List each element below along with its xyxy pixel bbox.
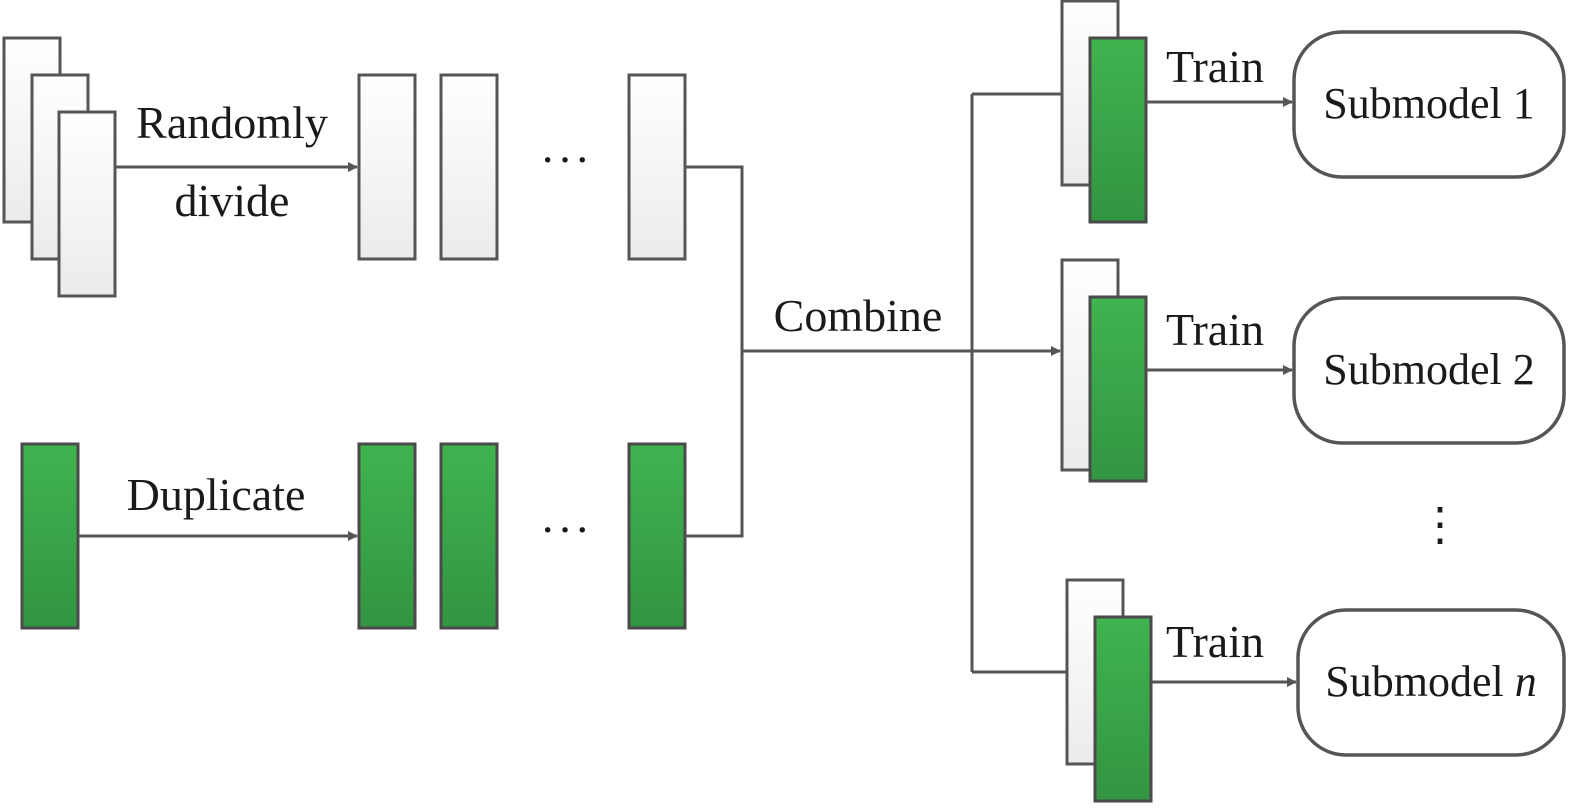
subset-block-2 <box>439 73 499 261</box>
submodel-2: Submodel 2 <box>1292 296 1566 445</box>
original-dataset-stack <box>2 36 117 298</box>
training-set-n <box>1065 578 1153 803</box>
duplicated-blocks <box>357 442 687 630</box>
training-set-n-green <box>1093 615 1153 803</box>
submodel-1: Submodel 1 <box>1292 30 1566 179</box>
submodel-n-label: Submodel n <box>1325 657 1536 706</box>
divide-label: divide <box>175 175 290 226</box>
duplicate-block-k <box>627 442 687 630</box>
train-label-2: Train <box>1166 304 1264 355</box>
ellipsis-bottom: ··· <box>540 504 592 555</box>
combine-label: Combine <box>774 290 943 341</box>
training-set-1 <box>1060 0 1148 224</box>
divided-subsets <box>357 73 687 261</box>
submodel-n-prefix: Submodel <box>1325 657 1503 706</box>
ellipsis-top: ··· <box>540 134 592 185</box>
submodel-1-label: Submodel 1 <box>1323 79 1534 128</box>
ellipsis-vertical: ⋮ <box>1417 499 1463 550</box>
submodel-1-prefix: Submodel <box>1323 79 1501 128</box>
train-label-1: Train <box>1166 41 1264 92</box>
submodel-2-box <box>1292 296 1566 445</box>
submodel-2-prefix: Submodel <box>1323 345 1501 394</box>
combine-bracket <box>685 165 744 538</box>
submodel-n: Submodel n <box>1296 608 1566 757</box>
submodel-n-box <box>1296 608 1566 757</box>
train-label-n: Train <box>1166 616 1264 667</box>
submodel-2-index: 2 <box>1513 345 1535 394</box>
training-set-2-green <box>1088 295 1148 483</box>
green-source-block <box>20 442 80 630</box>
subset-block-1 <box>357 73 417 261</box>
training-set-2 <box>1060 258 1148 483</box>
duplicate-block-1 <box>357 442 417 630</box>
submodel-1-index: 1 <box>1513 79 1535 128</box>
training-set-1-green <box>1088 36 1148 224</box>
duplicate-block-2 <box>439 442 499 630</box>
submodel-1-box <box>1292 30 1566 179</box>
dataset-block-front <box>57 110 117 298</box>
submodel-2-label: Submodel 2 <box>1323 345 1534 394</box>
randomly-label: Randomly <box>136 97 328 148</box>
subset-block-k <box>627 73 687 261</box>
submodel-n-index: n <box>1515 657 1537 706</box>
duplicate-label: Duplicate <box>127 469 306 520</box>
